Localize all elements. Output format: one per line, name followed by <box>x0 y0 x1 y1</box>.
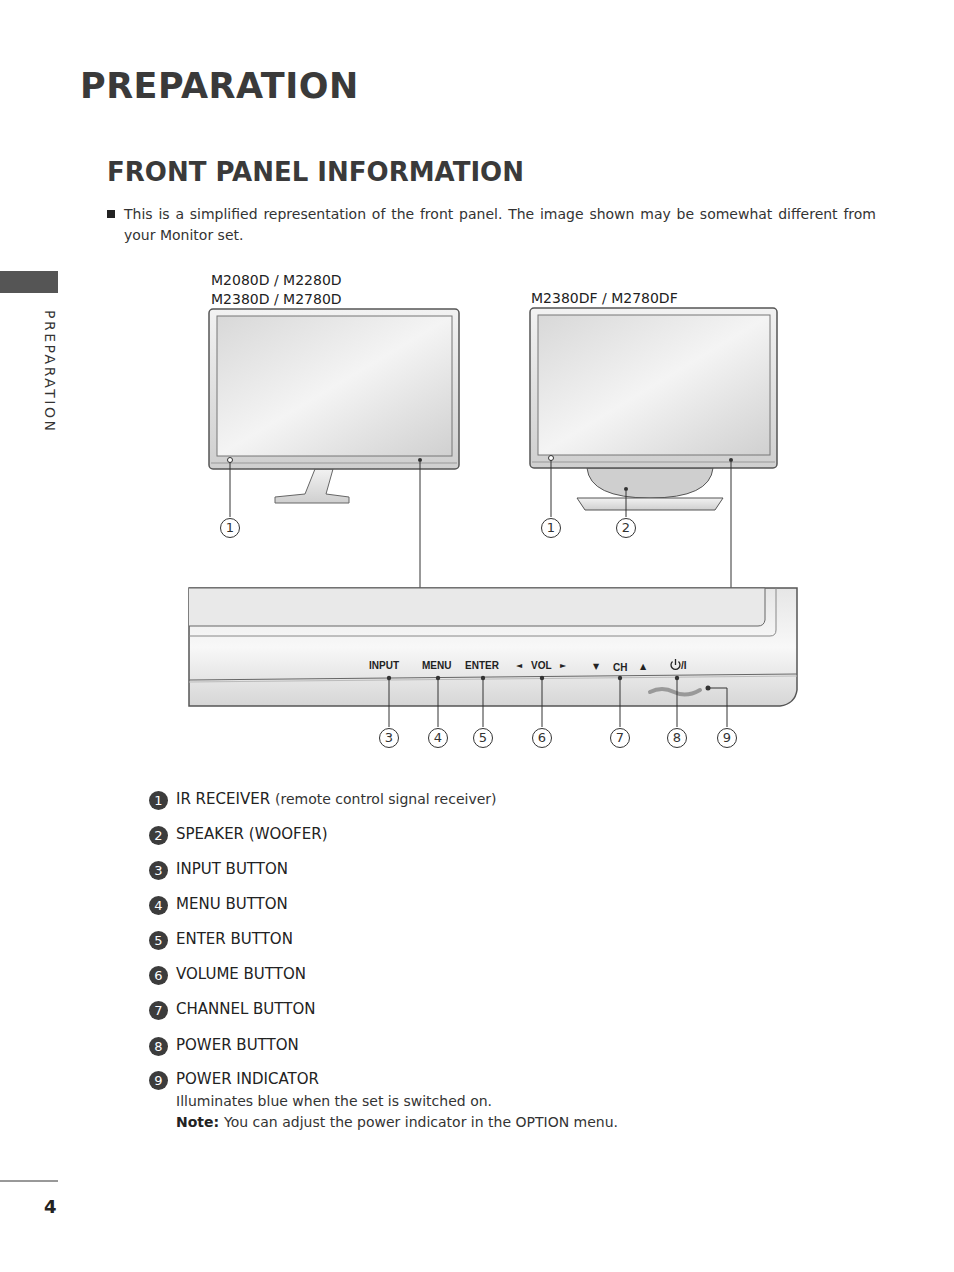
page-title: PREPARATION <box>80 66 359 106</box>
button-symbol: ▲ <box>640 661 646 673</box>
button-symbol: ▼ <box>593 661 599 673</box>
monitor-left <box>209 309 459 503</box>
side-tab: PREPARATION <box>41 310 58 433</box>
list-number: 7 <box>149 1001 168 1020</box>
button-label: ENTER <box>465 660 499 672</box>
callout-number: 4 <box>428 728 448 748</box>
list-number: 9 <box>149 1071 168 1090</box>
button-symbol: ► <box>560 660 566 672</box>
button-label: /I <box>681 660 687 672</box>
callout-number: 1 <box>220 518 240 538</box>
list-item: IR RECEIVER <box>176 790 270 809</box>
section-tab <box>0 271 58 293</box>
list-item: INPUT BUTTON <box>176 860 288 879</box>
intro-note: This is a simplified representation of t… <box>124 204 876 246</box>
callout-number: 2 <box>616 518 636 538</box>
button-label: INPUT <box>369 660 399 672</box>
callout-number: 9 <box>717 728 737 748</box>
button-label: VOL <box>531 660 552 672</box>
list-item: CHANNEL BUTTON <box>176 1000 315 1019</box>
callout-number: 3 <box>379 728 399 748</box>
model-label: M2380DF / M2780DF <box>531 289 678 308</box>
page-number: 4 <box>44 1196 57 1218</box>
list-item: VOLUME BUTTON <box>176 965 306 984</box>
list-item: POWER INDICATOR <box>176 1070 319 1089</box>
section-heading: FRONT PANEL INFORMATION <box>107 156 524 188</box>
list-item-note: (remote control signal receiver) <box>275 790 497 809</box>
bullet <box>107 210 115 218</box>
callout-number: 8 <box>667 728 687 748</box>
list-item: POWER BUTTON <box>176 1036 299 1055</box>
callout-number: 6 <box>532 728 552 748</box>
button-label: CH <box>613 662 627 674</box>
callout-number: 5 <box>473 728 493 748</box>
callout-number: 7 <box>610 728 630 748</box>
button-symbol: ◄ <box>516 660 522 672</box>
list-number: 6 <box>149 966 168 985</box>
list-number: 1 <box>149 791 168 810</box>
list-number: 3 <box>149 861 168 880</box>
note-label: Note: <box>176 1113 219 1132</box>
model-label: M2080D / M2280D M2380D / M2780D <box>211 271 371 309</box>
monitor-right <box>530 308 777 510</box>
list-number: 8 <box>149 1037 168 1056</box>
list-number: 4 <box>149 896 168 915</box>
list-item: SPEAKER (WOOFER) <box>176 825 328 844</box>
list-number: 5 <box>149 931 168 950</box>
note-text: You can adjust the power indicator in th… <box>224 1113 618 1132</box>
list-number: 2 <box>149 826 168 845</box>
callout-number: 1 <box>541 518 561 538</box>
list-item: MENU BUTTON <box>176 895 288 914</box>
front-panel-closeup <box>189 588 797 706</box>
button-label: MENU <box>422 660 451 672</box>
list-item: ENTER BUTTON <box>176 930 293 949</box>
item-description: Illuminates blue when the set is switche… <box>176 1092 492 1111</box>
